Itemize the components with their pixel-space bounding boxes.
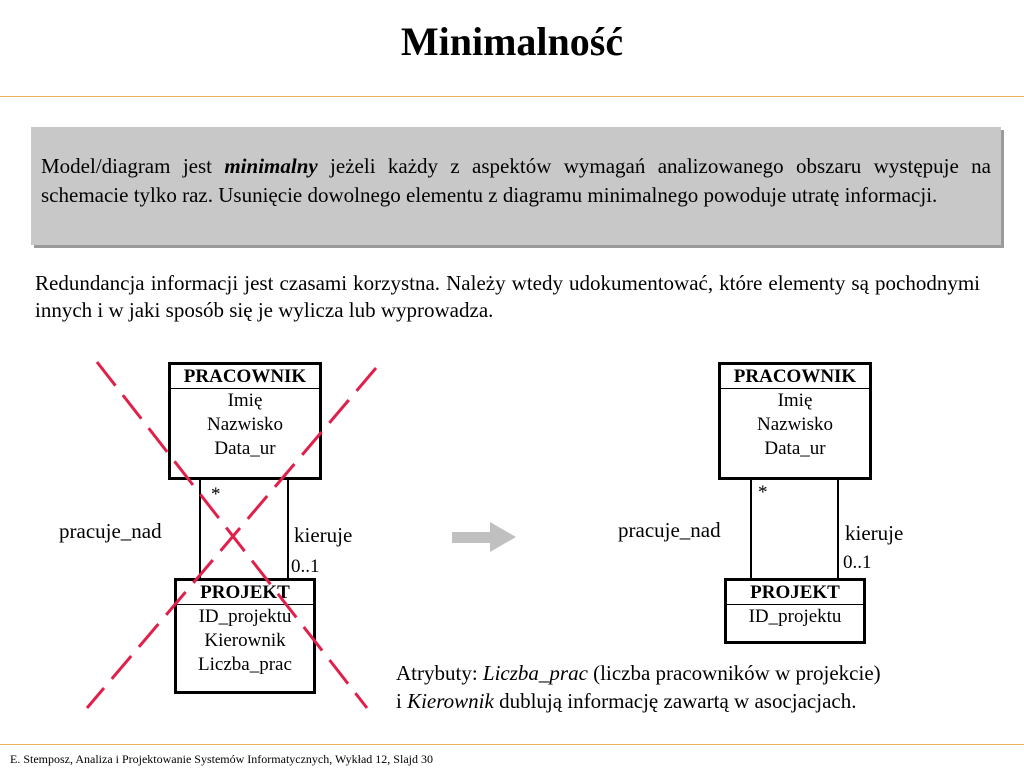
left-assoc-works-label: pracuje_nad — [59, 519, 162, 543]
redundancy-note: Redundancja informacji jest czasami korz… — [35, 271, 980, 322]
cross-stroke-down — [95, 361, 369, 709]
slide-footer: E. Stemposz, Analiza i Projektowanie Sys… — [10, 752, 433, 766]
entity-attribute: Liczba_prac — [198, 654, 292, 675]
attributes-note-text: (liczba pracowników w projekcie) — [587, 661, 881, 685]
attributes-note-text: dublują informację zawartą w asocjacjach… — [493, 689, 857, 713]
entity-name: PRACOWNIK — [171, 365, 319, 389]
attributes-note-text: i — [396, 689, 408, 713]
left-project-entity: PROJEKT ID_projektu Kierownik Liczba_pra… — [174, 578, 316, 694]
entity-attribute: Imię — [777, 390, 813, 411]
entity-attribute: Imię — [227, 390, 263, 411]
left-multiplicity-many: * — [211, 484, 221, 505]
entity-name: PROJEKT — [177, 581, 313, 605]
right-assoc-manages-label: kieruje — [845, 521, 904, 545]
entity-attribute: Data_ur — [214, 438, 276, 459]
left-multiplicity-optional: 0..1 — [291, 556, 320, 577]
entity-attribute: ID_projektu — [198, 606, 292, 627]
definition-text-start: Model/diagram jest — [41, 154, 225, 178]
entity-attribute: Nazwisko — [207, 414, 283, 435]
entity-attribute: Data_ur — [764, 438, 826, 459]
attribute-name: Liczba_prac — [482, 661, 588, 685]
cross-stroke-up — [85, 367, 378, 709]
entity-attribute: ID_projektu — [748, 606, 842, 627]
right-project-entity: PROJEKT ID_projektu — [724, 578, 866, 644]
right-employee-entity: PRACOWNIK Imię Nazwisko Data_ur — [718, 362, 872, 480]
entity-attribute: Kierownik — [204, 630, 286, 651]
left-assoc-manages-label: kieruje — [294, 523, 353, 547]
entity-name: PRACOWNIK — [721, 365, 869, 389]
title-divider — [0, 96, 1024, 97]
arrow-right-icon — [452, 522, 516, 552]
definition-box: Model/diagram jest minimalny jeżeli każd… — [31, 127, 1001, 245]
right-multiplicity-many: * — [758, 482, 768, 503]
definition-term: minimalny — [224, 154, 318, 178]
right-multiplicity-optional: 0..1 — [843, 552, 872, 573]
definition-text: Model/diagram jest minimalny jeżeli każd… — [41, 152, 991, 210]
attribute-name: Kierownik — [407, 689, 494, 713]
definition-text-end: jeżeli każdy z aspektów wymagań analizow… — [41, 154, 991, 207]
footer-divider — [0, 744, 1024, 745]
slide-title: Minimalność — [400, 19, 624, 64]
entity-name: PROJEKT — [727, 581, 863, 605]
entity-attribute: Nazwisko — [757, 414, 833, 435]
attributes-note-line1: Atrybuty: Liczba_prac (liczba pracownikó… — [396, 661, 881, 686]
attributes-note-text: Atrybuty: — [396, 661, 483, 685]
left-employee-entity: PRACOWNIK Imię Nazwisko Data_ur — [168, 362, 322, 480]
attributes-note-line2: i Kierownik dublują informację zawartą w… — [396, 689, 856, 714]
right-assoc-works-label: pracuje_nad — [618, 518, 721, 542]
